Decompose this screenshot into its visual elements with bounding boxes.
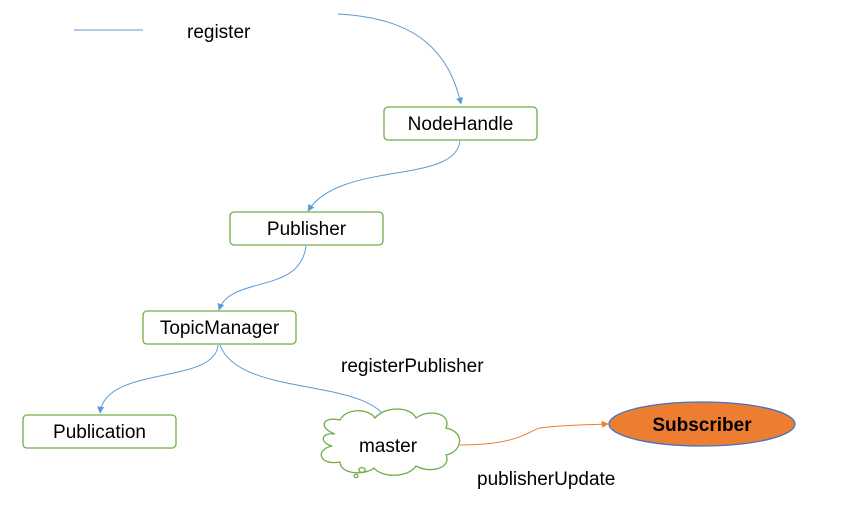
node-subscriber-ellipse bbox=[608, 401, 796, 447]
node-topicmanager[interactable]: TopicManager bbox=[142, 310, 297, 345]
edge-master-to-subscriber bbox=[459, 420, 609, 446]
node-master-label: master bbox=[359, 436, 418, 457]
node-master[interactable]: master bbox=[320, 408, 461, 479]
node-publisher-box bbox=[229, 211, 384, 246]
node-topicmanager-label: TopicManager bbox=[160, 318, 280, 339]
edge-topicmanager-to-master bbox=[219, 344, 393, 429]
edge-register-to-nodehandle bbox=[337, 13, 464, 105]
edge-publisher-to-topicmanager bbox=[217, 245, 307, 311]
node-publication[interactable]: Publication bbox=[22, 414, 177, 449]
legend-label: register bbox=[187, 22, 251, 43]
node-nodehandle[interactable]: NodeHandle bbox=[383, 106, 538, 141]
node-publication-label: Publication bbox=[53, 422, 146, 443]
node-publisher[interactable]: Publisher bbox=[229, 211, 384, 246]
node-topicmanager-box bbox=[142, 310, 297, 345]
node-publisher-label: Publisher bbox=[267, 219, 347, 240]
edge-label-register-publisher: registerPublisher bbox=[341, 356, 484, 377]
node-subscriber[interactable]: Subscriber bbox=[608, 401, 796, 447]
node-nodehandle-label: NodeHandle bbox=[408, 114, 514, 135]
master-cloud-bubble-large bbox=[358, 466, 366, 474]
node-nodehandle-box bbox=[383, 106, 538, 141]
legend: register bbox=[74, 22, 251, 43]
node-subscriber-label: Subscriber bbox=[652, 415, 752, 436]
edge-label-publisher-update: publisherUpdate bbox=[477, 469, 615, 490]
master-cloud-bubble-small bbox=[353, 473, 359, 479]
master-cloud-shape bbox=[320, 408, 461, 476]
node-publication-box bbox=[22, 414, 177, 449]
edge-nodehandle-to-publisher bbox=[307, 140, 461, 212]
edge-topicmanager-to-publication bbox=[97, 344, 219, 414]
edges bbox=[97, 13, 609, 446]
